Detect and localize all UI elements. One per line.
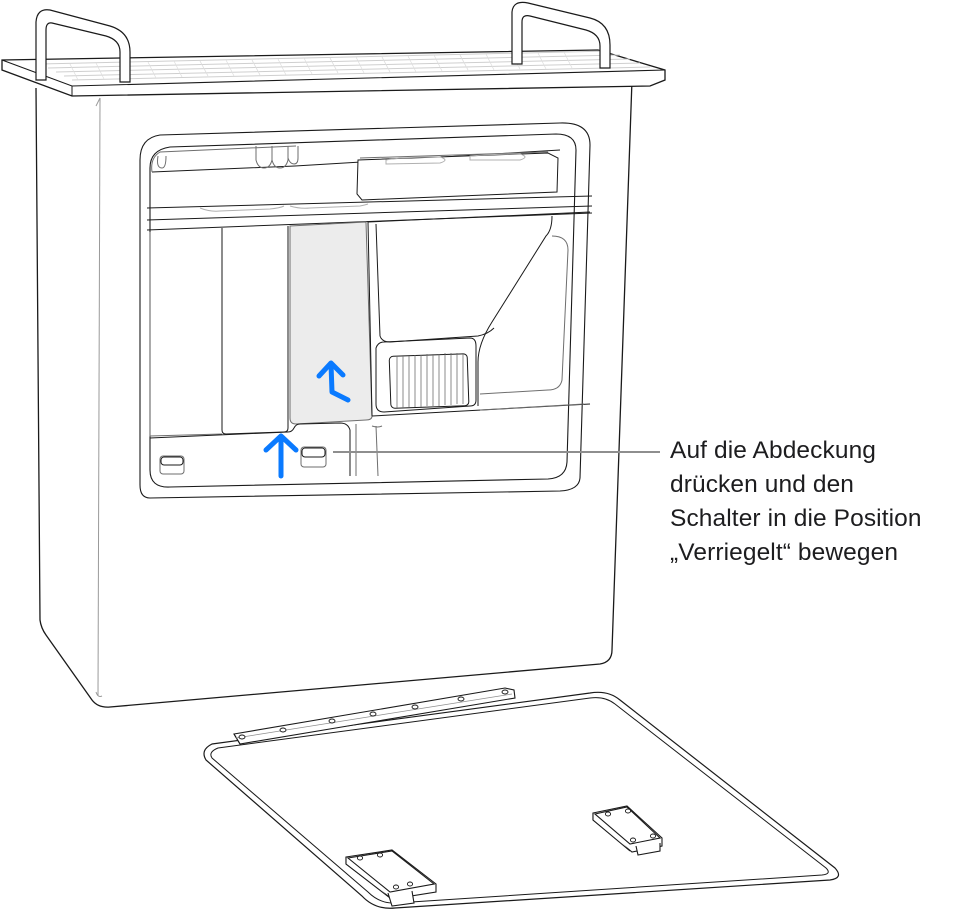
press-cover-arrow-icon xyxy=(316,360,351,403)
top-grille xyxy=(1,1,666,97)
highlighted-module xyxy=(289,221,373,425)
slide-switch-arrow-icon xyxy=(263,433,299,479)
panel-foot-right xyxy=(592,805,663,856)
handle-left xyxy=(35,9,131,83)
callout-line-3: Schalter in die Position xyxy=(670,505,922,532)
module-slots xyxy=(149,221,373,437)
side-panel xyxy=(203,687,840,909)
panel-foot-left xyxy=(345,849,437,907)
callout-line-4: „Verriegelt“ bewegen xyxy=(670,539,899,566)
bottom-tray xyxy=(149,422,383,477)
handle-right xyxy=(511,1,611,69)
top-shelf xyxy=(146,145,593,231)
vent-grille xyxy=(388,353,470,409)
lock-switch-right xyxy=(300,446,327,468)
callout-line-2: drücken und den xyxy=(670,471,855,498)
hinge-strip xyxy=(233,687,516,745)
right-compartment xyxy=(367,211,591,417)
callout-text: Auf die Abdeckung drücken und den Schalt… xyxy=(670,434,970,570)
interior-opening xyxy=(139,122,591,499)
lock-switch-left xyxy=(159,455,185,475)
callout-line-1: Auf die Abdeckung xyxy=(670,437,877,464)
